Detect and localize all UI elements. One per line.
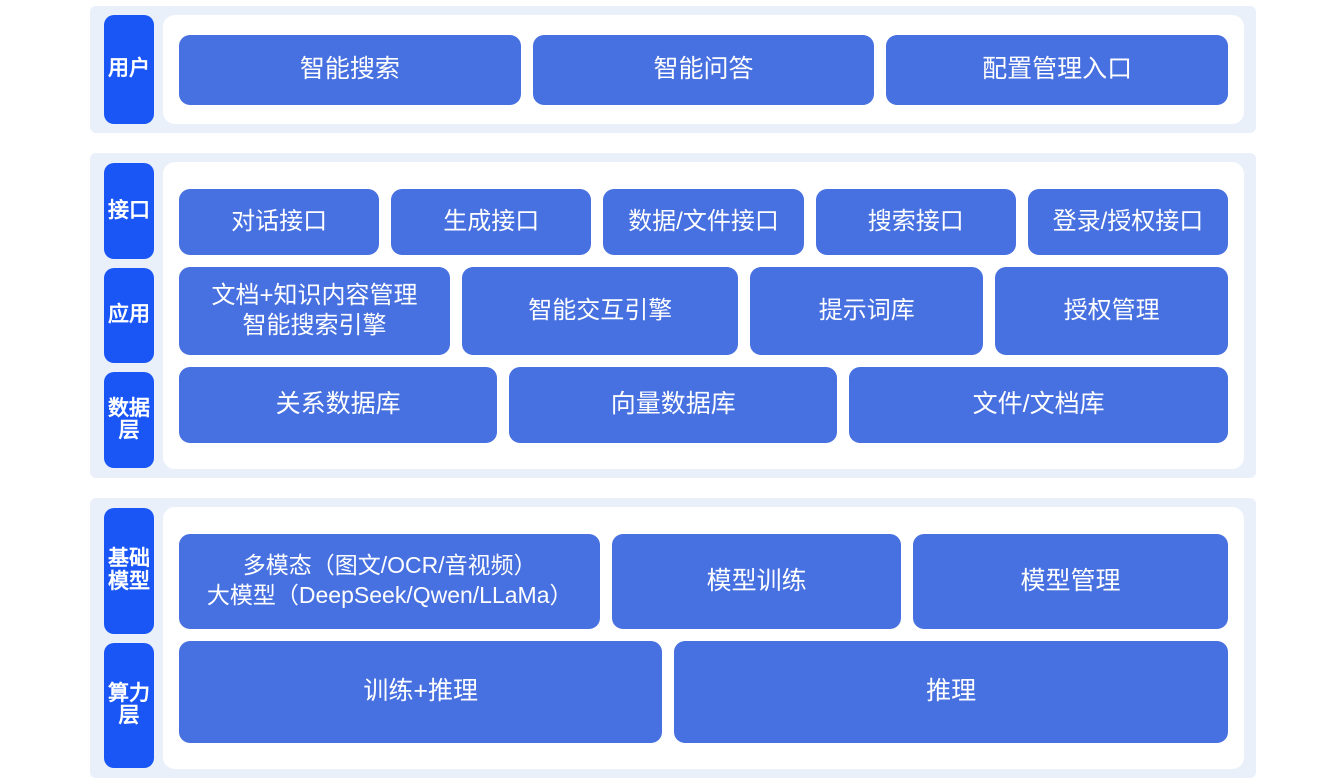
row-foundation-models: 多模态（图文/OCR/音视频） 大模型（DeepSeek/Qwen/LLaMa）… [179, 533, 1228, 629]
card-authorization-management[interactable]: 授权管理 [995, 266, 1228, 355]
row-compute-resources: 训练+推理 推理 [179, 640, 1228, 743]
card-file-document-store[interactable]: 文件/文档库 [849, 366, 1228, 443]
layer-panel-interface: 对话接口 生成接口 数据/文件接口 搜索接口 登录/授权接口 文档+知识内容管理… [163, 162, 1244, 469]
layer-band-interface: 接口 应用 数据层 对话接口 生成接口 数据/文件接口 搜索接口 登录/授权接口… [90, 153, 1256, 478]
card-intelligent-search[interactable]: 智能搜索 [179, 34, 521, 105]
layer-panel-base: 多模态（图文/OCR/音视频） 大模型（DeepSeek/Qwen/LLaMa）… [163, 507, 1244, 769]
layer-tab-column-base: 基础模型 算力层 [90, 498, 154, 778]
layer-tab-user[interactable]: 用户 [104, 15, 154, 124]
card-prompt-library[interactable]: 提示词库 [750, 266, 984, 355]
layer-band-user: 用户 智能搜索 智能问答 配置管理入口 [90, 6, 1256, 133]
layer-tab-foundation-model[interactable]: 基础模型 [104, 508, 154, 634]
card-config-management-entry[interactable]: 配置管理入口 [886, 34, 1229, 105]
card-login-auth-api[interactable]: 登录/授权接口 [1027, 188, 1229, 255]
card-relational-database[interactable]: 关系数据库 [179, 366, 498, 443]
card-search-api[interactable]: 搜索接口 [815, 188, 1016, 255]
card-model-training[interactable]: 模型训练 [612, 533, 901, 629]
card-inference[interactable]: 推理 [674, 640, 1228, 743]
row-data-stores: 关系数据库 向量数据库 文件/文档库 [179, 366, 1228, 443]
row-api-interfaces: 对话接口 生成接口 数据/文件接口 搜索接口 登录/授权接口 [179, 188, 1229, 255]
card-multimodal-large-model[interactable]: 多模态（图文/OCR/音视频） 大模型（DeepSeek/Qwen/LLaMa） [179, 533, 601, 629]
card-dialog-api[interactable]: 对话接口 [179, 188, 380, 255]
layer-tab-application[interactable]: 应用 [104, 267, 154, 364]
row-user-entries: 智能搜索 智能问答 配置管理入口 [179, 34, 1229, 105]
layer-tab-compute[interactable]: 算力层 [104, 642, 154, 768]
card-doc-knowledge-management[interactable]: 文档+知识内容管理 智能搜索引擎 [179, 266, 451, 355]
layer-band-base: 基础模型 算力层 多模态（图文/OCR/音视频） 大模型（DeepSeek/Qw… [90, 498, 1256, 778]
card-generation-api[interactable]: 生成接口 [391, 188, 592, 255]
card-intelligent-qa[interactable]: 智能问答 [532, 34, 875, 105]
layer-panel-user: 智能搜索 智能问答 配置管理入口 [163, 15, 1244, 124]
layer-tab-interface[interactable]: 接口 [104, 163, 154, 259]
card-vector-database[interactable]: 向量数据库 [509, 366, 838, 443]
layer-tab-column-interface: 接口 应用 数据层 [90, 153, 154, 478]
layer-tab-column-user: 用户 [90, 6, 154, 133]
card-data-file-api[interactable]: 数据/文件接口 [603, 188, 804, 255]
card-model-management[interactable]: 模型管理 [912, 533, 1228, 629]
card-interaction-engine[interactable]: 智能交互引擎 [462, 266, 739, 355]
row-application-modules: 文档+知识内容管理 智能搜索引擎 智能交互引擎 提示词库 授权管理 [179, 266, 1228, 355]
card-training-and-inference[interactable]: 训练+推理 [179, 640, 663, 743]
layer-tab-data[interactable]: 数据层 [104, 372, 154, 469]
